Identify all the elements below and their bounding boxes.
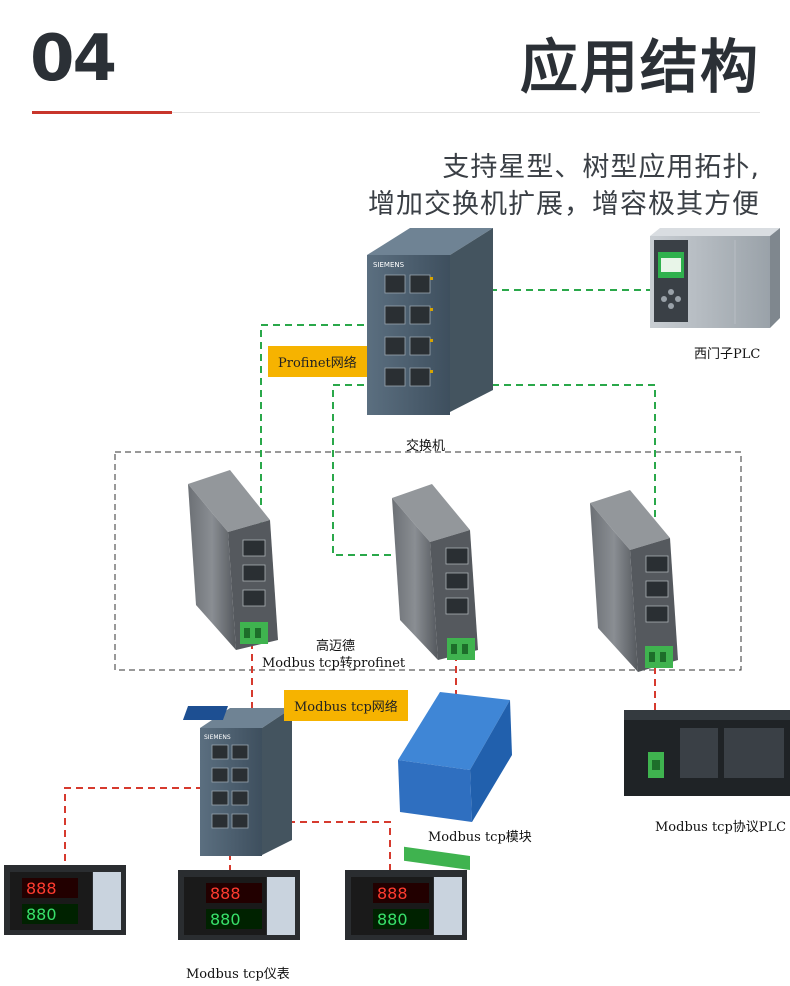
- secondary-switch: SIEMENS: [200, 708, 292, 856]
- gateway-1: [188, 470, 278, 650]
- main-switch: SIEMENS: [367, 228, 493, 415]
- label-gateway-brand: 高迈德: [316, 639, 356, 654]
- meter2-pv: 888: [210, 884, 241, 903]
- siemens-plc: [650, 228, 780, 328]
- accent-underline: [32, 111, 172, 114]
- gateway-group-box: [114, 451, 742, 671]
- label-gateway-desc: Modbus tcp转profinet: [262, 656, 406, 671]
- modbus-module: [182, 692, 512, 871]
- label-modbus-plc: Modbus tcp协议PLC: [655, 820, 787, 835]
- meter1-sv: 880: [26, 905, 57, 924]
- meter-3: 888 880: [345, 870, 467, 940]
- section-title: 应用结构: [519, 33, 760, 101]
- label-siemens-plc: 西门子PLC: [694, 347, 761, 362]
- label-modbus-module: Modbus tcp模块: [428, 830, 532, 845]
- meter-2: 888 880: [178, 870, 300, 940]
- label-meters: Modbus tcp仪表: [186, 967, 290, 982]
- link-switch2-meter3: [252, 821, 391, 872]
- divider-line: [172, 112, 760, 113]
- link-switch-gw2: [332, 384, 456, 556]
- switch2-brand: SIEMENS: [204, 734, 231, 741]
- link-switch-gw1: [260, 324, 388, 545]
- tagline-line2: 增加交换机扩展，增容极其方便: [368, 189, 760, 220]
- label-switch: 交换机: [406, 439, 446, 454]
- link-switch2-meter1: [64, 787, 215, 872]
- modbus-network-badge: Modbus tcp网络: [284, 690, 408, 721]
- modbus-plc: [624, 710, 790, 796]
- section-number: 04: [30, 22, 117, 96]
- meter2-sv: 880: [210, 910, 241, 929]
- gateway-3: [590, 490, 678, 672]
- link-switch-gw3: [432, 384, 656, 560]
- meter3-sv: 880: [377, 910, 408, 929]
- switch-brand: SIEMENS: [373, 261, 405, 269]
- meter3-pv: 888: [377, 884, 408, 903]
- meter-1: 888 880: [4, 865, 126, 935]
- gateway-2: [392, 484, 478, 660]
- profinet-network-badge: Profinet网络: [268, 346, 367, 377]
- tagline-line1: 支持星型、树型应用拓扑,: [442, 152, 760, 183]
- meter1-pv: 888: [26, 879, 57, 898]
